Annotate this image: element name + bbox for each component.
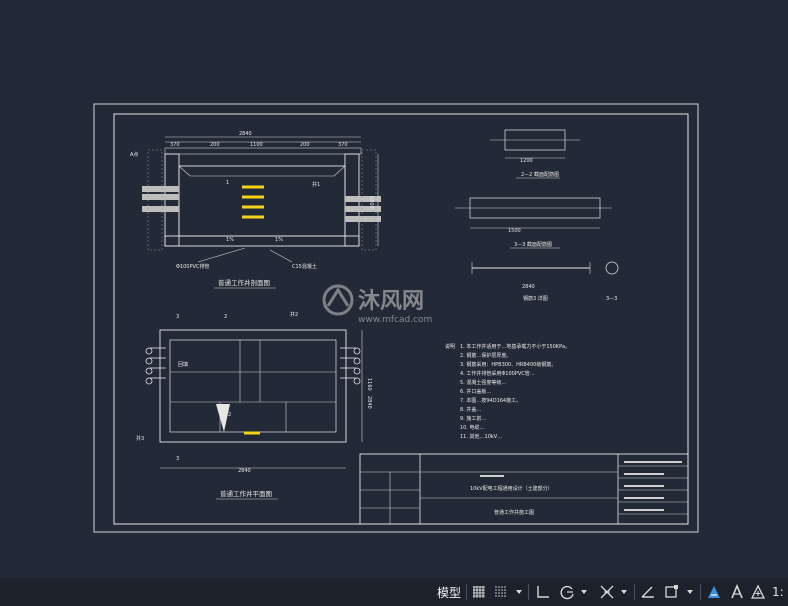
plan-view: 3 2 3 2 井2 井3 回填 2840 1160 2840 普通工作井平面图: [136, 311, 372, 500]
isodraft-icon[interactable]: [596, 582, 618, 602]
section-view: 2840 370 200 1100 200 370 A点 1 井1 1% 1% …: [130, 131, 381, 289]
model-space-tab[interactable]: 模型: [436, 585, 461, 600]
tb-drawing-name: 普通工作井施工图: [494, 509, 534, 516]
tb-project: 10kV配电工程通用设计（土建部分）: [470, 485, 553, 492]
status-separator: [528, 584, 529, 600]
dim-top-right: 370: [338, 142, 348, 148]
watermark-brand: 沐风网: [358, 289, 424, 314]
label-pipe: Φ100PVC排管: [176, 263, 209, 270]
snap-dropdown-chevron-down-icon[interactable]: [512, 582, 526, 602]
note-5: 5. 混凝土强度等级…: [460, 379, 506, 386]
label-pit: 井1: [312, 181, 320, 188]
note-10: 10. 电缆…: [460, 424, 485, 431]
plan-mark3-top: 3: [176, 314, 179, 320]
note-11: 11. 其他…10kV…: [460, 433, 502, 440]
dim-top-mid: 1100: [250, 142, 263, 148]
s33-title: 3—3 截面配筋图: [514, 241, 552, 248]
note-7: 7. 本图…按94D164施工。: [460, 397, 521, 404]
annotation-scale-value[interactable]: 1:: [772, 585, 784, 599]
note-3: 3. 钢筋采用：HPB300、HRB400级钢筋。: [460, 361, 556, 368]
watermark-url: www.mfcad.com: [358, 315, 432, 325]
note-6: 6. 井口盖板…: [460, 388, 491, 395]
ortho-mode-icon[interactable]: [534, 582, 552, 602]
dim-right-height: 1800: [368, 196, 374, 209]
iso-dropdown-chevron-down-icon[interactable]: [618, 582, 630, 602]
drawing-canvas[interactable]: 2840 370 200 1100 200 370 A点 1 井1 1% 1% …: [0, 0, 788, 578]
sheet-outer-border: [93, 103, 699, 533]
lineweight-angle-icon[interactable]: [638, 582, 658, 602]
auto-scale-icon[interactable]: [748, 582, 768, 602]
status-bar: 模型 1:: [0, 578, 788, 606]
notes-title: 说明: [445, 343, 455, 350]
plan-mark3-bottom: 3: [176, 456, 179, 462]
plan-mark2-top: 2: [224, 314, 227, 320]
annotation-scale-icon[interactable]: [704, 582, 724, 602]
note-8: 8. 井盖…: [460, 406, 481, 413]
polar-tracking-icon[interactable]: [556, 582, 578, 602]
dim-plan-right: 1160: [366, 378, 372, 391]
label-fill: 回填: [178, 361, 188, 368]
plan-mark2-mid: 2: [228, 412, 231, 418]
watermark: 沐风网 www.mfcad.com: [322, 284, 432, 325]
dim-top-left: 370: [170, 142, 180, 148]
title-block: 10kV配电工程通用设计（土建部分） 普通工作井施工图: [359, 453, 689, 525]
snap-mode-icon[interactable]: [492, 582, 510, 602]
label-slope-right: 1%: [275, 237, 283, 243]
label-grade-a: A点: [130, 152, 138, 158]
section-title: 普通工作井剖面图: [218, 278, 270, 287]
label-slope-left: 1%: [226, 237, 234, 243]
bar-detail-tag: 3—3: [606, 296, 617, 302]
cad-drawing: 2840 370 200 1100 200 370 A点 1 井1 1% 1% …: [93, 103, 699, 533]
grid-display-icon[interactable]: [470, 582, 488, 602]
dim-33: 1500: [508, 228, 521, 234]
dim-bar: 2840: [522, 284, 535, 290]
note-1: 1. 本工作井适用于…地基承载力不小于150KPa。: [460, 343, 570, 350]
dim-top-mid2: 200: [300, 142, 310, 148]
dim-22: 1200: [520, 158, 533, 164]
label-cover: 井2: [290, 311, 298, 318]
note-9: 9. 施工前…: [460, 415, 486, 422]
design-notes: 说明 1. 本工作井适用于…地基承载力不小于150KPa。 2. 钢筋…保护层厚…: [445, 343, 570, 440]
bar-detail-title: 钢筋3 详图: [523, 295, 548, 302]
status-separator: [634, 584, 635, 600]
label-concrete: C15混凝土: [292, 263, 317, 270]
watermark-logo-icon: [322, 284, 354, 316]
rebar-details: 1200 2—2 截面配筋图 1500 3—3 截面配筋图 2840 钢筋3 详…: [455, 129, 619, 302]
s22-title: 2—2 截面配筋图: [521, 171, 559, 178]
status-separator: [700, 584, 701, 600]
object-snap-box-icon[interactable]: [660, 582, 682, 602]
status-separator: [466, 584, 467, 600]
note-4: 4. 工作井排管采用Φ100PVC管…: [460, 370, 535, 377]
label-mark1: 1: [226, 180, 229, 186]
annotation-visibility-icon[interactable]: [728, 582, 746, 602]
dim-top-total: 2840: [239, 131, 252, 137]
dim-top-mid1: 200: [210, 142, 220, 148]
note-2: 2. 钢筋…保护层厚度。: [460, 352, 511, 359]
dim-plan-right2: 2840: [366, 396, 372, 409]
dim-plan-bottom: 2840: [238, 468, 251, 474]
label-well3: 井3: [136, 435, 144, 442]
osnap-dropdown-chevron-down-icon[interactable]: [684, 582, 696, 602]
plan-title: 普通工作井平面图: [220, 489, 272, 498]
polar-dropdown-chevron-down-icon[interactable]: [578, 582, 590, 602]
